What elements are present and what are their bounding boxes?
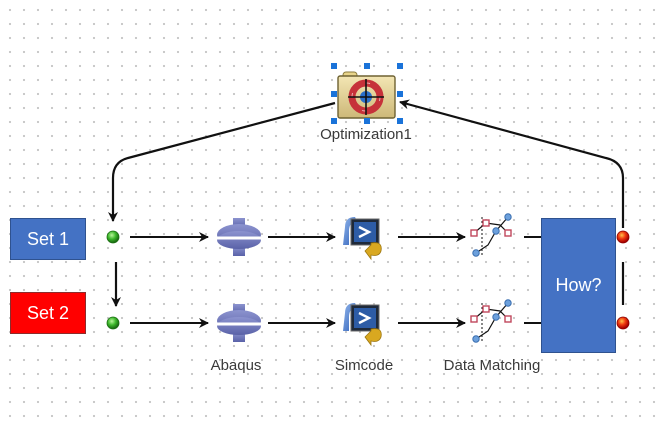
simcode-script-icon[interactable] — [343, 217, 382, 261]
selection-handle[interactable] — [331, 63, 337, 69]
connector-optimizer-to-set1-port[interactable] — [108, 101, 336, 222]
abaqus-solver-icon[interactable] — [217, 218, 261, 256]
set1-label: Set 1 — [26, 228, 70, 249]
optimization-node[interactable] — [331, 63, 403, 124]
simcode-script-icon[interactable] — [343, 303, 382, 347]
input-port-row1[interactable] — [106, 230, 120, 244]
selection-handle[interactable] — [397, 91, 403, 97]
output-port-row2[interactable] — [616, 316, 630, 330]
set2-label-box: Set 2 — [10, 292, 86, 334]
abaqus-solver-icon[interactable] — [217, 304, 261, 342]
abaqus-node-label: Abaqus — [210, 357, 262, 374]
data-matching-icon[interactable] — [470, 299, 512, 343]
merge-question-label: How? — [555, 275, 602, 295]
selection-handle[interactable] — [364, 118, 370, 124]
merge-question-box: How? — [541, 218, 616, 353]
simcode-node-label: Simcode — [334, 357, 394, 374]
input-port-row2[interactable] — [106, 316, 120, 330]
selection-handles[interactable] — [331, 63, 403, 124]
selection-handle[interactable] — [397, 118, 403, 124]
optimization-node-label: Optimization1 — [320, 126, 412, 143]
selection-handle[interactable] — [364, 63, 370, 69]
connector-merge-to-optimizer[interactable] — [399, 99, 625, 228]
selection-handle[interactable] — [331, 118, 337, 124]
data-matching-icon[interactable] — [470, 213, 512, 257]
set1-label-box: Set 1 — [10, 218, 86, 260]
optimization-lifebuoy-folder-icon — [337, 71, 396, 119]
output-port-row1[interactable] — [616, 230, 630, 244]
selection-handle[interactable] — [397, 63, 403, 69]
data-matching-node-label: Data Matching — [443, 357, 541, 374]
set2-label: Set 2 — [26, 302, 70, 323]
selection-handle[interactable] — [331, 91, 337, 97]
connectors — [108, 99, 625, 328]
